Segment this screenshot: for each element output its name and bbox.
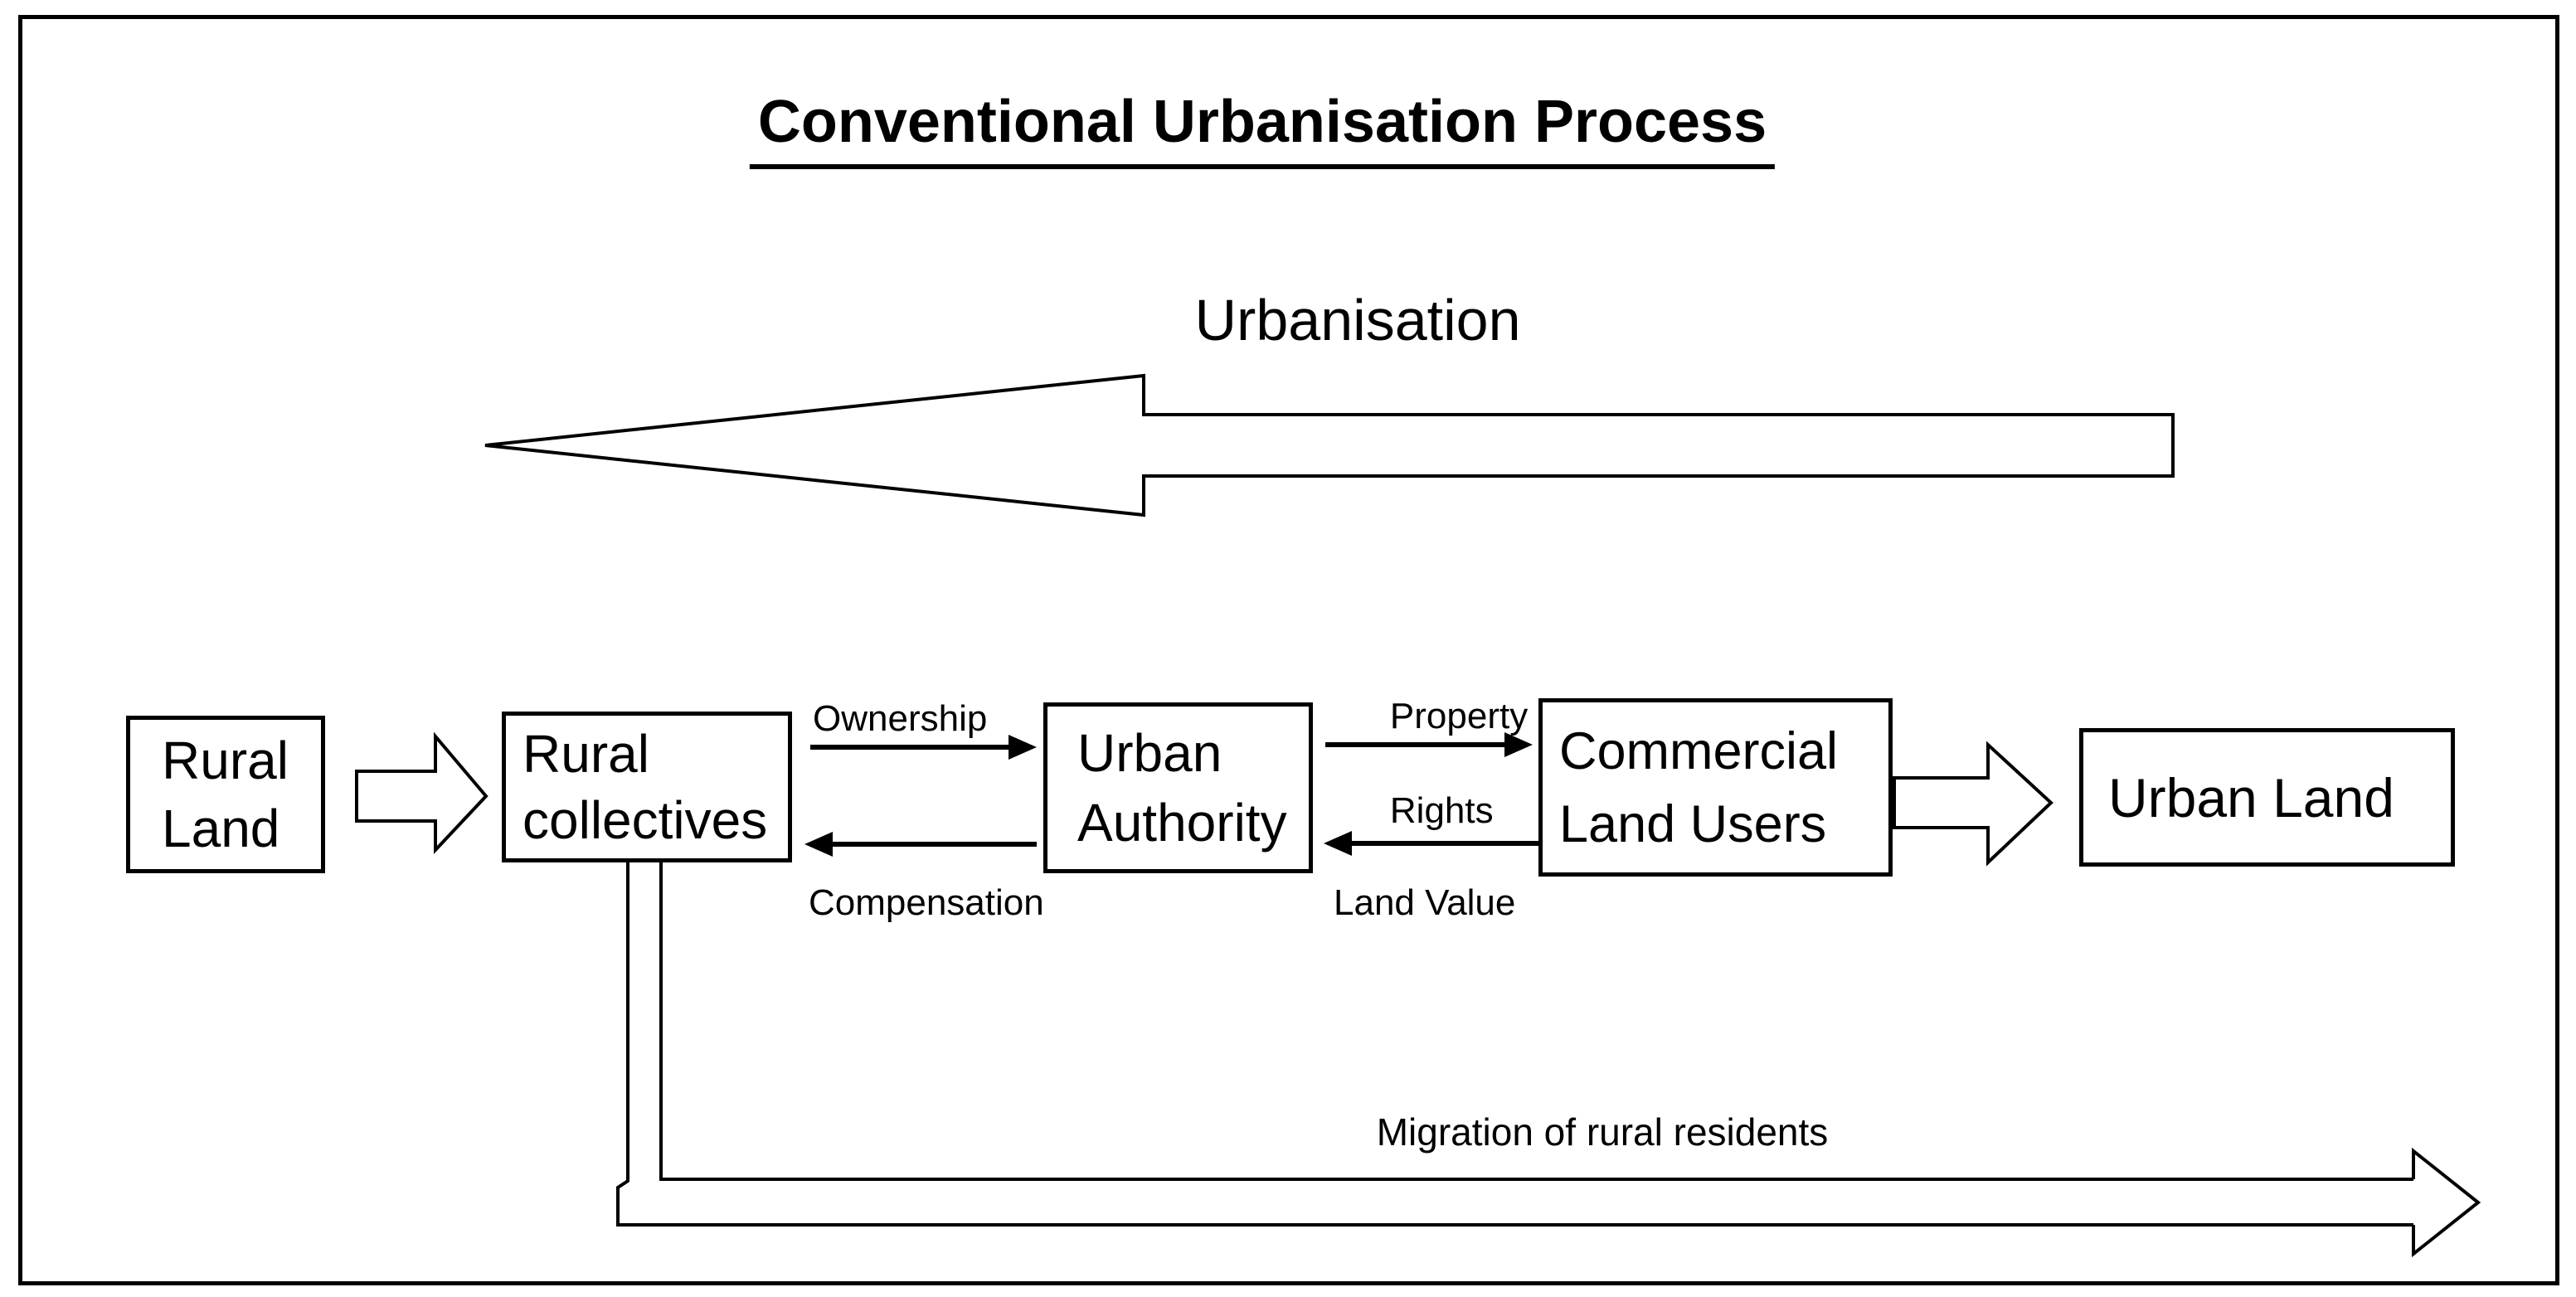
node-commercial-land-users: Commercial Land Users: [1538, 698, 1893, 877]
migration-connector: [616, 862, 2481, 1258]
node-rural-collectives: Rural collectives: [502, 712, 792, 862]
urbanisation-label: Urbanisation: [1194, 288, 1521, 352]
node-rural-collectives-line2: collectives: [522, 790, 768, 850]
arrow-property-rights: [1325, 732, 1533, 757]
node-rural-land: Rural Land: [126, 716, 325, 873]
node-urban-land-label: Urban Land: [2108, 766, 2394, 828]
label-ownership: Ownership: [813, 698, 988, 739]
node-urban-authority-line2: Authority: [1077, 793, 1287, 853]
diagram-title: Conventional Urbanisation Process: [749, 88, 1776, 169]
urbanisation-block-arrow: [484, 373, 2175, 517]
node-urban-land: Urban Land: [2079, 728, 2455, 867]
label-migration: Migration of rural residents: [1376, 1110, 1829, 1154]
node-urban-authority-line1: Urban: [1077, 723, 1222, 783]
label-land-value: Land Value: [1334, 882, 1516, 923]
node-rural-collectives-line1: Rural: [522, 724, 649, 784]
label-property-rights-line1: Property: [1389, 696, 1529, 736]
block-arrow-rural-land-to-collectives: [355, 731, 488, 855]
node-rural-land-line1: Rural: [162, 731, 289, 790]
label-compensation: Compensation: [809, 882, 1044, 923]
block-arrow-commercial-to-urban-land: [1893, 741, 2054, 867]
arrow-ownership: [810, 735, 1037, 760]
arrow-land-value: [1324, 831, 1541, 856]
node-urban-authority: Urban Authority: [1043, 702, 1313, 873]
node-commercial-line2: Land Users: [1559, 794, 1827, 853]
migration-arrowhead: [2412, 1147, 2481, 1258]
label-property-rights: Property Rights: [1349, 645, 1528, 882]
node-rural-land-line2: Land: [162, 799, 280, 858]
page-border: [18, 15, 2559, 1285]
arrow-compensation: [804, 832, 1037, 857]
label-property-rights-line2: Rights: [1389, 790, 1494, 831]
node-commercial-line1: Commercial: [1559, 721, 1839, 780]
